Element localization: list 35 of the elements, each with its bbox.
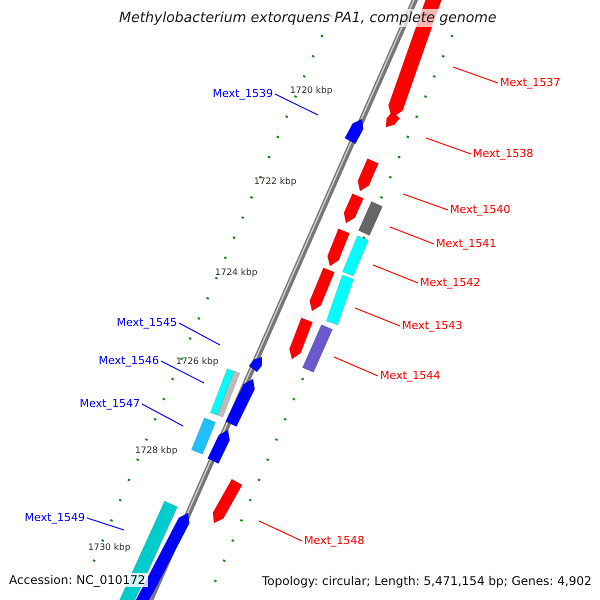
position-label: 1726 kbp	[176, 357, 218, 368]
leader-line	[426, 138, 472, 154]
leader-line	[354, 308, 400, 326]
gene-label: Mext_1547	[80, 397, 140, 411]
gene-label: Mext_1541	[436, 237, 496, 251]
gene-label: Mext_1539	[212, 87, 273, 101]
gene-label: Mext_1546	[98, 354, 159, 368]
gene-label: Mext_1538	[473, 147, 534, 161]
leader-line	[178, 322, 220, 346]
gene-label: Mext_1548	[304, 534, 364, 548]
footer-note: Topology: circular; Length: 5,471,154 bp; Genes: 4,902	[262, 574, 592, 588]
leader-line	[86, 518, 124, 530]
leader-line	[160, 360, 204, 384]
position-label: 1724 kbp	[215, 268, 258, 279]
footer-note: Accession: NC_010172	[6, 573, 148, 588]
gene-label: Mext_1544	[380, 369, 440, 383]
position-label: 1720 kbp	[290, 86, 332, 97]
gene-label: Mext_1543	[402, 319, 462, 333]
gene-label: Mext_1549	[24, 511, 85, 525]
leader-line	[372, 264, 418, 284]
leader-line	[274, 94, 318, 116]
gene-label: Mext_1545	[116, 316, 177, 330]
position-label: 1722 kbp	[254, 177, 296, 188]
leader-line	[402, 194, 448, 210]
position-label: 1728 kbp	[135, 446, 178, 457]
gene-label: Mext_1537	[500, 76, 560, 90]
title: Methylobacterium extorquens PA1, complete genome	[117, 9, 499, 27]
gene-label: Mext_1540	[450, 203, 510, 217]
position-label: 1730 kbp	[88, 543, 130, 554]
leader-line	[142, 404, 184, 426]
leader-line	[452, 66, 498, 84]
gene-label: Mext_1542	[420, 276, 480, 290]
leader-line	[258, 520, 302, 542]
leader-line	[334, 356, 378, 376]
leader-line	[390, 226, 434, 244]
